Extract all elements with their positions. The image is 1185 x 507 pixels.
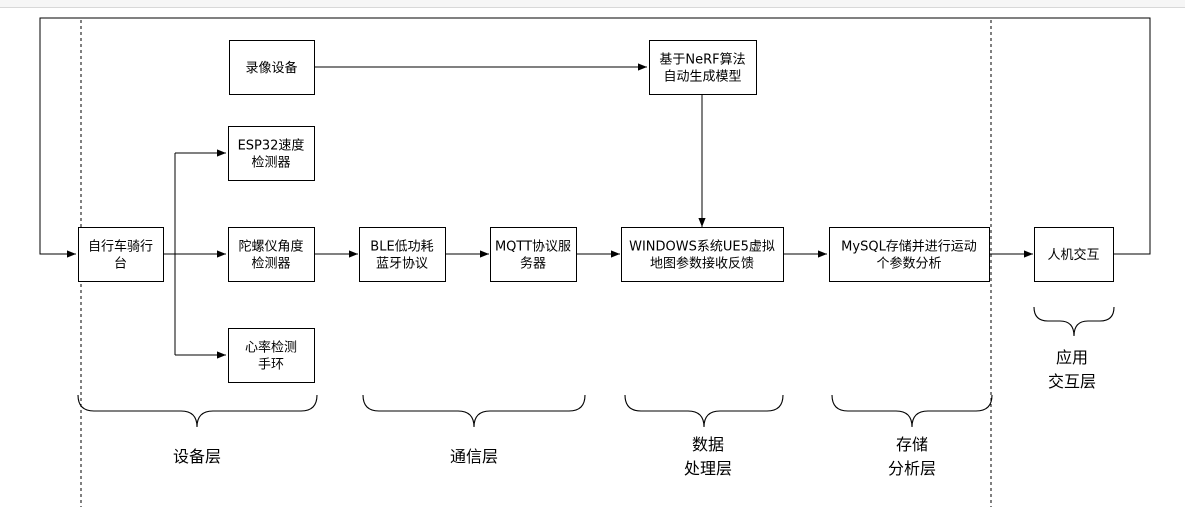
box-mqtt-label-line-1: 务器	[520, 256, 546, 272]
box-heart-label-line-1: 手环	[258, 358, 284, 373]
box-recording: 录像设备	[229, 40, 315, 95]
layer-storage-label-line-0: 存储	[896, 435, 928, 454]
layer-app-label-line-0: 应用	[1056, 348, 1088, 367]
box-gyro-label-line-0: 陀螺仪角度	[238, 239, 303, 255]
box-heart-label-line-0: 心率检测	[245, 340, 297, 356]
brace-comm-layer	[362, 394, 586, 428]
box-recording-frame	[229, 40, 315, 95]
box-esp32-label-line-0: ESP32速度	[238, 138, 305, 154]
box-bike-label-line-0: 自行车骑行	[88, 239, 153, 255]
box-gyro-label-line-1: 检测器	[251, 257, 290, 272]
brace-data-layer	[624, 394, 784, 428]
brace-app-layer	[1033, 306, 1115, 337]
layer-storage-label-line-1: 分析层	[888, 459, 936, 478]
box-mysql-frame	[829, 227, 990, 282]
box-hci-label-line-0: 人机交互	[1047, 247, 1099, 263]
box-windows-frame	[621, 227, 784, 282]
box-ble-label-line-1: 蓝牙协议	[376, 257, 428, 272]
layer-data-label-line-1: 处理层	[684, 459, 732, 478]
box-windows-label-line-1: 地图参数接收反馈	[650, 256, 754, 272]
box-mqtt-label-line-0: MQTT协议服	[495, 240, 571, 255]
box-nerf-frame	[649, 40, 757, 95]
feedback-loop-arrow	[39, 17, 1151, 258]
box-ble-frame	[359, 227, 446, 282]
box-mysql-label-line-1: 个参数分析	[876, 256, 941, 272]
layer-comm-label-line-0: 通信层	[450, 447, 498, 466]
box-windows-label-line-0: WINDOWS系统UE5虚拟	[629, 240, 775, 255]
brace-storage-layer	[831, 394, 993, 428]
layer-app-label-line-1: 交互层	[1048, 372, 1096, 391]
top-strip	[0, 0, 1185, 7]
box-bike-frame	[78, 227, 164, 282]
brace-device-layer	[77, 394, 318, 428]
box-hci-frame	[1034, 227, 1114, 282]
box-gyro-frame	[228, 227, 315, 282]
layer-device-label-line-0: 设备层	[173, 447, 221, 466]
layer-data-label-line-0: 数据	[692, 435, 724, 454]
box-mysql-label-line-0: MySQL存储并进行运动	[841, 240, 977, 255]
box-mqtt-frame	[490, 227, 577, 282]
box-hci: 人机交互	[1034, 227, 1114, 282]
boxes: 录像设备基于NeRF算法自动生成模型ESP32速度检测器陀螺仪角度检测器心率检测…	[78, 40, 1114, 383]
box-esp32-label-line-1: 检测器	[251, 156, 290, 171]
box-recording-label-line-0: 录像设备	[245, 60, 297, 76]
box-heart-frame	[228, 328, 315, 383]
box-bike-label-line-1: 台	[114, 257, 127, 272]
box-esp32-frame	[228, 126, 315, 181]
box-ble-label-line-0: BLE低功耗	[370, 240, 433, 255]
box-nerf-label-line-0: 基于NeRF算法	[659, 53, 745, 68]
box-nerf-label-line-1: 自动生成模型	[663, 70, 741, 85]
